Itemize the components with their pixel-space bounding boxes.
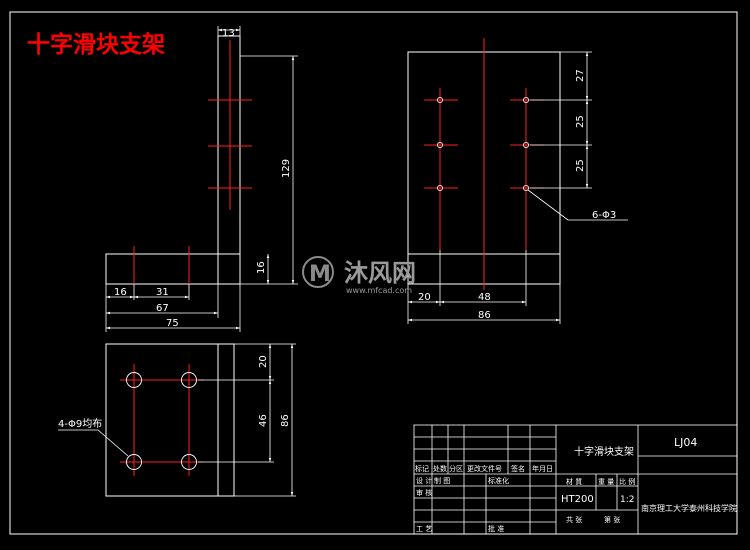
callout-6-phi3: 6-Φ3 xyxy=(592,210,616,221)
top-view xyxy=(105,343,235,497)
title-block-weight-header: 重 量 xyxy=(598,478,614,486)
hole-large xyxy=(126,372,142,388)
hole-small xyxy=(523,184,530,191)
title-block-text: 十字滑块支架 LJ04 材 質 重 量 比 例 HT200 1:2 共 张 第 … xyxy=(415,436,737,533)
front-view-vertical-plate xyxy=(217,35,241,255)
dim-25-upper: 25 xyxy=(575,115,586,128)
title-block-part-name: 十字滑块支架 xyxy=(574,445,634,458)
dim-86-horizontal: 86 xyxy=(478,310,491,321)
hole-small xyxy=(523,97,530,104)
dim-31: 31 xyxy=(156,287,169,298)
dim-46: 46 xyxy=(258,414,269,427)
label-process: 工 艺 xyxy=(416,525,432,533)
hole-small xyxy=(436,97,443,104)
callout-4-phi9: 4-Φ9均布 xyxy=(58,418,102,430)
side-view-holes xyxy=(436,97,530,191)
title-block-drawing-number: LJ04 xyxy=(674,436,697,449)
title-block-material-header: 材 質 xyxy=(566,477,582,486)
label-standardizer: 标准化 xyxy=(488,476,509,485)
title-block-frame xyxy=(413,424,738,535)
hole-small xyxy=(436,184,443,191)
hole-large xyxy=(126,454,142,470)
front-view xyxy=(105,35,241,285)
dim-86-vertical: 86 xyxy=(280,414,291,427)
title-block xyxy=(413,424,738,535)
top-view-base-plate xyxy=(105,343,235,497)
dim-25-lower: 25 xyxy=(575,159,586,172)
title-block-material: HT200 xyxy=(561,494,594,505)
watermark: M 沐风网 www.mfcad.com xyxy=(302,256,416,295)
rev-header-sign: 签名 xyxy=(511,464,525,473)
dim-48: 48 xyxy=(478,292,491,303)
top-view-center-lines xyxy=(120,364,204,476)
front-view-center-lines xyxy=(133,40,252,284)
rev-header-zone: 分区 xyxy=(449,464,463,473)
dim-75: 75 xyxy=(166,318,179,329)
hole-small xyxy=(436,141,443,148)
rev-header-mark: 标记 xyxy=(415,464,429,473)
drawing-title: 十字滑块支架 xyxy=(27,31,165,58)
title-block-sheet-total: 共 张 xyxy=(566,515,582,524)
dim-13: 13 xyxy=(222,28,235,39)
rev-header-count: 处数 xyxy=(433,464,447,473)
label-designer: 设 计 xyxy=(416,476,432,485)
watermark-brand: 沐风网 xyxy=(344,259,416,287)
side-view-dimension-text: 27 25 25 6-Φ3 20 48 86 xyxy=(418,69,616,321)
front-view-dimensions xyxy=(105,26,298,332)
drawing-frame xyxy=(9,11,738,535)
top-view-dimension-text: 20 46 86 4-Φ9均布 xyxy=(58,355,291,430)
dim-67: 67 xyxy=(156,303,169,314)
hole-large xyxy=(181,454,197,470)
title-block-scale-header: 比 例 xyxy=(619,477,635,486)
rev-header-date: 年月日 xyxy=(532,464,553,473)
dim-16-vertical: 16 xyxy=(256,261,267,274)
label-drafter: 制 图 xyxy=(434,476,450,485)
dim-20-horizontal: 20 xyxy=(418,292,431,303)
side-view-dimensions xyxy=(407,51,628,324)
top-view-holes xyxy=(126,372,197,470)
dim-16-horizontal: 16 xyxy=(114,287,127,298)
front-view-dimension-text: 13 129 16 16 31 67 75 xyxy=(114,28,292,329)
watermark-logo-letter: M xyxy=(309,262,331,287)
dim-20-vertical: 20 xyxy=(258,355,269,368)
hole-small xyxy=(523,141,530,148)
dim-27: 27 xyxy=(575,69,586,82)
title-block-sheet-number: 第 张 xyxy=(604,515,620,524)
title-block-school: 南京理工大学泰州科技学院 xyxy=(641,503,737,513)
label-reviewer: 审 核 xyxy=(416,488,432,497)
label-approver: 批 准 xyxy=(488,524,504,533)
title-block-scale: 1:2 xyxy=(620,495,634,505)
rev-header-docno: 更改文件号 xyxy=(467,464,502,473)
hole-large xyxy=(181,372,197,388)
front-view-base-plate xyxy=(105,253,241,285)
watermark-url: www.mfcad.com xyxy=(346,286,412,295)
top-view-dimensions xyxy=(58,343,296,497)
dim-129: 129 xyxy=(281,159,292,178)
watermark-logo-icon xyxy=(302,256,334,288)
